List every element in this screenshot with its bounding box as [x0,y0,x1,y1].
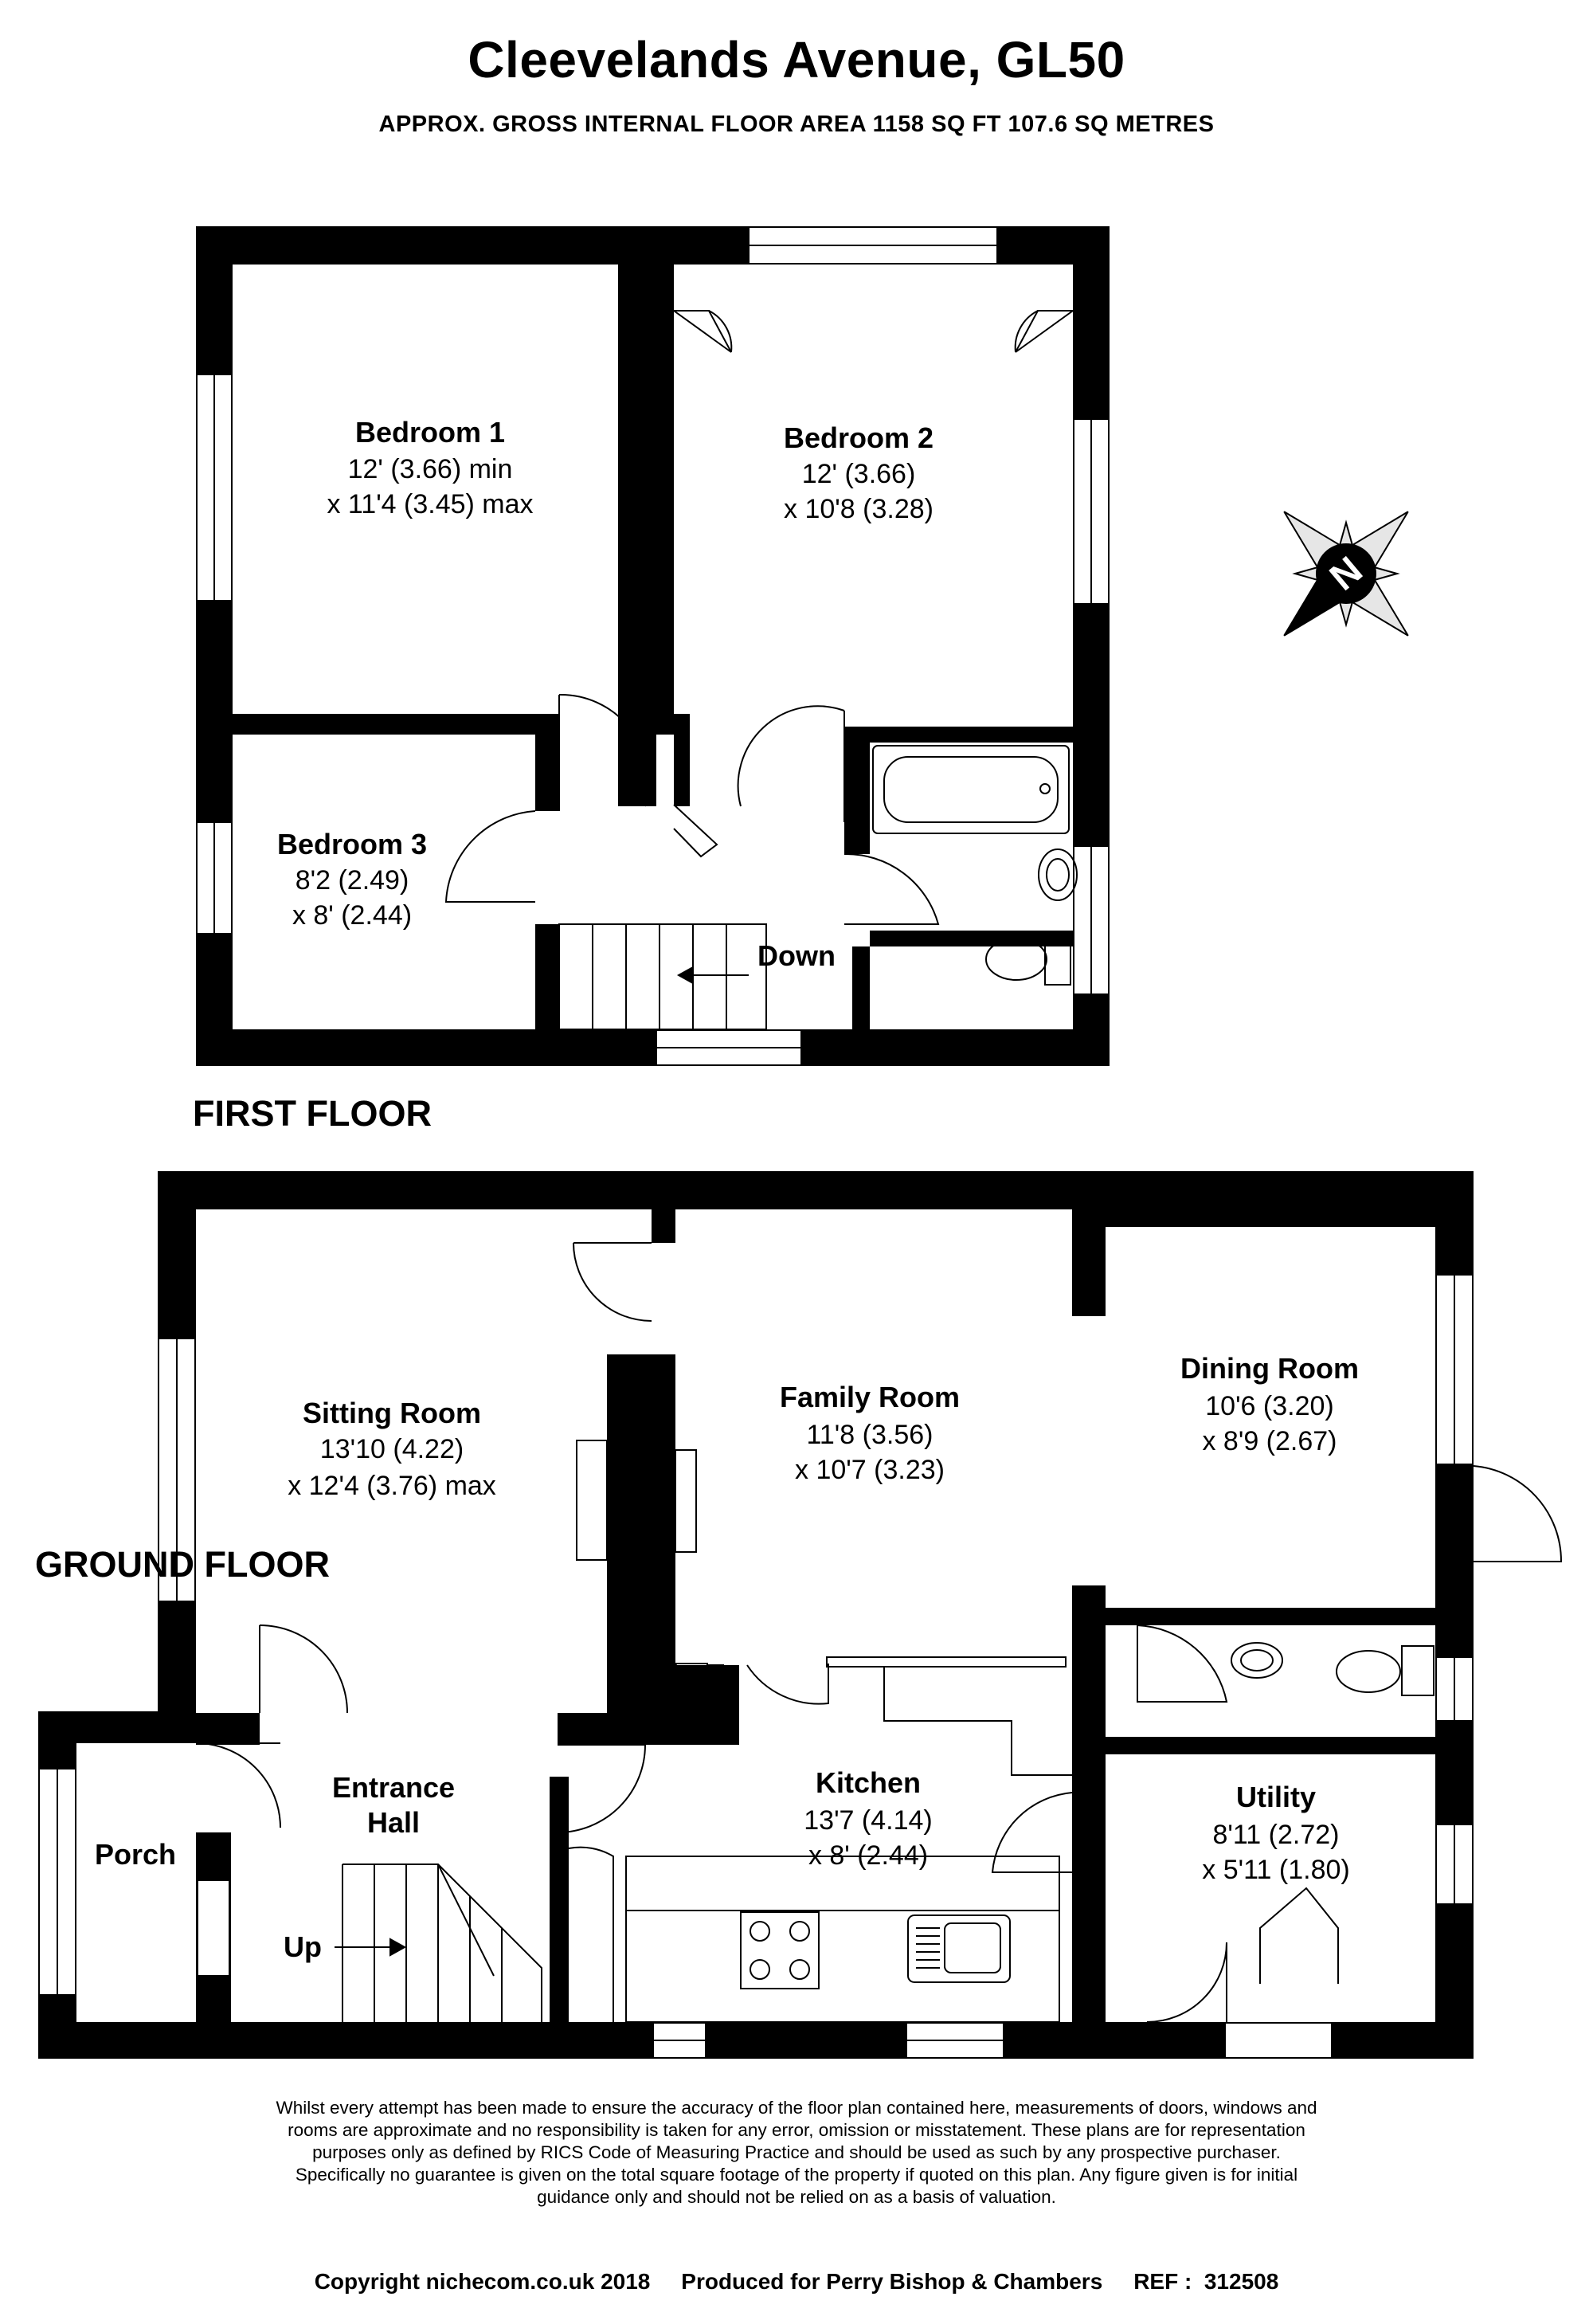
disclaimer-line: Specifically no guarantee is given on th… [295,2165,1298,2185]
room-name-hall: Hall [367,1806,420,1839]
stairs-down-label: Down [757,939,836,972]
room-name-dining-room: Dining Room [1180,1352,1359,1385]
disclaimer-line: purposes only as defined by RICS Code of… [312,2142,1281,2162]
room-dim-utility-b: x 5'11 (1.80) [1202,1855,1349,1885]
room-dim-sitting-room-a: 13'10 (4.22) [320,1434,464,1464]
first-floor-label: FIRST FLOOR [193,1093,432,1134]
room-name-bedroom-2: Bedroom 2 [784,421,933,454]
room-name-entrance: Entrance [332,1771,455,1804]
floor-area-subtitle: APPROX. GROSS INTERNAL FLOOR AREA 1158 S… [378,112,1215,137]
footer-copyright: Copyright nichecom.co.uk 2018 [314,2269,651,2294]
room-dim-bedroom-2-a: 12' (3.66) [802,459,916,489]
plan-title: Cleevelands Avenue, GL50 [468,31,1125,88]
room-dim-kitchen-b: x 8' (2.44) [808,1840,928,1871]
ground-floor-label: GROUND FLOOR [35,1544,330,1585]
disclaimer-line: rooms are approximate and no responsibil… [288,2120,1305,2140]
room-name-kitchen: Kitchen [816,1766,921,1799]
room-dim-dining-room-b: x 8'9 (2.67) [1202,1426,1337,1456]
room-dim-bedroom-2-b: x 10'8 (3.28) [784,494,933,524]
footer-produced-for: Produced for Perry Bishop & Chambers [681,2269,1103,2294]
disclaimer-text: Whilst every attempt has been made to en… [183,2097,1410,2208]
room-dim-dining-room-a: 10'6 (3.20) [1205,1391,1333,1421]
room-dim-family-room-a: 11'8 (3.56) [807,1420,933,1450]
room-dim-family-room-b: x 10'7 (3.23) [795,1455,945,1485]
room-dim-utility-a: 8'11 (2.72) [1213,1820,1340,1850]
compass-rose: N [1283,511,1409,637]
room-dim-bedroom-3-b: x 8' (2.44) [292,900,412,931]
footer-reference: REF : 312508 [1133,2269,1279,2294]
room-name-bedroom-1: Bedroom 1 [355,416,505,449]
first-floor-fixtures [213,245,1092,1048]
disclaimer-line: Whilst every attempt has been made to en… [276,2098,1317,2118]
disclaimer-line: guidance only and should not be relied o… [537,2187,1056,2207]
first-floor-walls [196,226,1110,1066]
room-dim-sitting-room-b: x 12'4 (3.76) max [288,1471,496,1501]
room-labels: Bedroom 1 12' (3.66) min x 11'4 (3.45) m… [95,416,1359,1963]
room-dim-kitchen-a: 13'7 (4.14) [804,1805,932,1836]
room-name-family-room: Family Room [780,1381,960,1413]
room-dim-bedroom-1-b: x 11'4 (3.45) max [327,489,533,519]
room-dim-bedroom-1-a: 12' (3.66) min [348,454,513,484]
ground-floor-walls [38,1171,1474,2059]
room-name-bedroom-3: Bedroom 3 [277,828,427,860]
stairs-up-label: Up [284,1930,322,1963]
room-name-sitting-room: Sitting Room [303,1397,481,1429]
footer: Copyright nichecom.co.uk 2018 Produced f… [0,2269,1593,2295]
ground-floor-fixtures [57,1242,1563,2041]
room-dim-bedroom-3-a: 8'2 (2.49) [296,865,409,896]
room-name-utility: Utility [1236,1781,1316,1813]
room-name-porch: Porch [95,1838,176,1871]
